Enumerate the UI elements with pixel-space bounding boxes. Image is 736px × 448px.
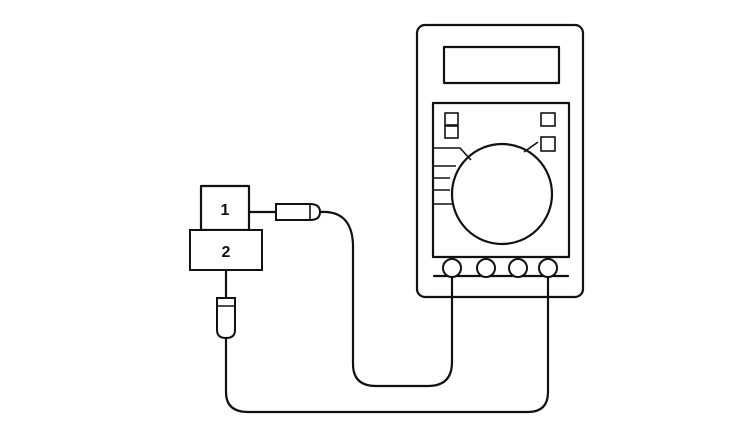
terminal-2-box (189, 229, 263, 271)
multimeter-body (415, 23, 585, 299)
multimeter-display (442, 45, 561, 85)
meter-jack-v (538, 258, 558, 278)
meter-button-right-top (540, 112, 556, 127)
meter-selector-dial (450, 142, 554, 246)
test-lead-2 (224, 275, 550, 414)
probe-1-assembly (247, 203, 454, 388)
probe-1-icon (275, 203, 322, 221)
probe-2-assembly (216, 268, 550, 414)
probe-2-icon (216, 297, 236, 340)
multimeter-panel (431, 101, 571, 259)
multimeter (415, 23, 585, 299)
meter-button-left-bottom (444, 125, 459, 139)
meter-jack-2 (476, 258, 496, 278)
terminal-2-label: 2 (222, 244, 231, 261)
terminal-1-label: 1 (221, 202, 230, 219)
terminal-block: 1 2 (189, 184, 263, 271)
meter-jack-3 (508, 258, 528, 278)
meter-jack-com (442, 258, 462, 278)
meter-button-right-bottom (540, 136, 556, 152)
test-lead-1 (318, 210, 454, 388)
meter-range-marks (433, 141, 539, 205)
meter-button-left-top (444, 112, 459, 126)
